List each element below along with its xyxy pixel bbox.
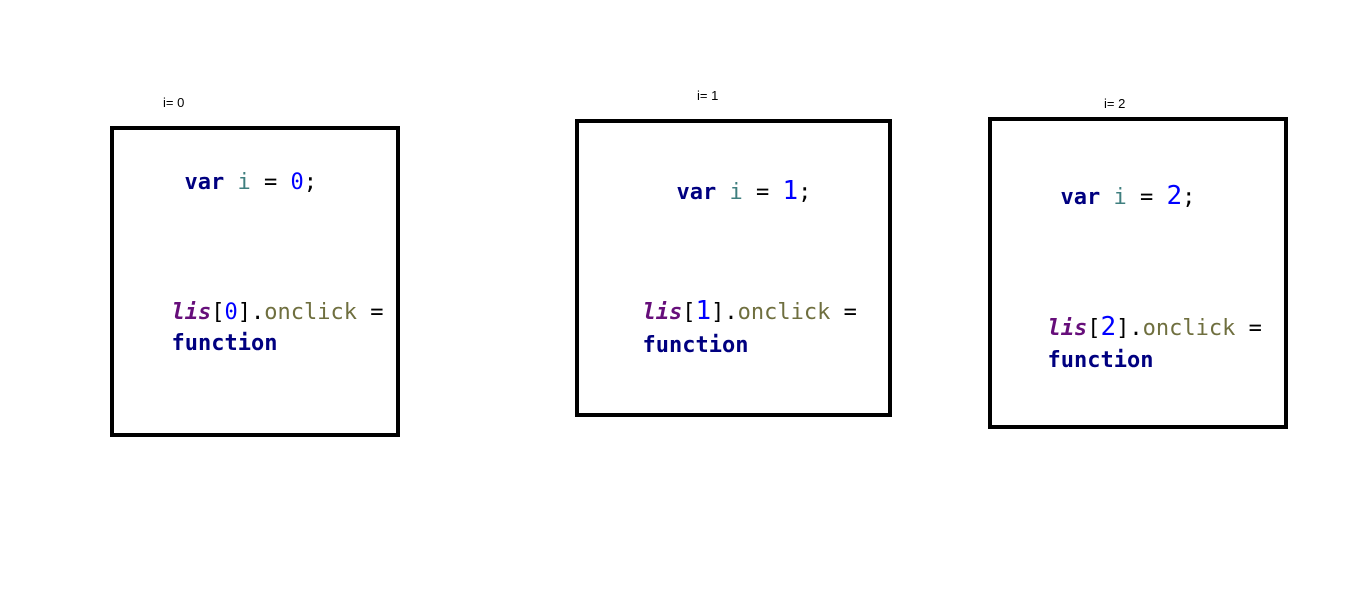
keyword-function: function xyxy=(171,331,278,356)
keyword-var: var xyxy=(676,180,717,205)
dot-operator: . xyxy=(724,300,738,325)
assign-operator: = xyxy=(264,170,278,195)
object-lis: lis xyxy=(1047,316,1088,341)
semicolon: ; xyxy=(1182,185,1196,210)
handler-assignment-0: lis[0].onclick = xyxy=(145,280,384,325)
property-onclick: onclick xyxy=(1142,316,1236,341)
var-declaration-2: var i = 2; xyxy=(1034,161,1196,211)
index-number: 1 xyxy=(695,296,712,326)
handler-assignment-2: lis[2].onclick = xyxy=(1021,292,1262,340)
object-lis: lis xyxy=(642,300,683,325)
index-number: 0 xyxy=(224,300,238,325)
open-bracket: [ xyxy=(682,300,696,325)
open-bracket: [ xyxy=(211,300,225,325)
keyword-function: function xyxy=(1047,348,1154,373)
code-panel-0 xyxy=(110,126,400,437)
keyword-var: var xyxy=(184,170,225,195)
identifier-i: i xyxy=(1113,185,1127,210)
property-onclick: onclick xyxy=(737,300,831,325)
value-number: 0 xyxy=(290,170,304,195)
close-bracket: ] xyxy=(1116,316,1130,341)
identifier-i: i xyxy=(237,170,251,195)
value-number: 1 xyxy=(782,176,799,206)
keyword-var: var xyxy=(1060,185,1101,210)
assign-operator: = xyxy=(1140,185,1154,210)
close-bracket: ] xyxy=(237,300,251,325)
assign-operator: = xyxy=(1248,316,1262,341)
dot-operator: . xyxy=(251,300,265,325)
code-panel-1 xyxy=(575,119,892,417)
panel-caption-2: i= 2 xyxy=(1104,96,1126,111)
index-number: 2 xyxy=(1100,312,1117,342)
dot-operator: . xyxy=(1129,316,1143,341)
panel-caption-0: i= 0 xyxy=(163,95,185,110)
semicolon: ; xyxy=(798,180,812,205)
semicolon: ; xyxy=(303,170,317,195)
code-panel-2 xyxy=(988,117,1288,429)
function-keyword-line-0: function xyxy=(145,311,278,356)
var-declaration-0: var i = 0; xyxy=(158,150,318,195)
identifier-i: i xyxy=(729,180,743,205)
panel-caption-1: i= 1 xyxy=(697,88,719,103)
function-keyword-line-1: function xyxy=(616,313,749,358)
function-keyword-line-2: function xyxy=(1021,328,1154,373)
var-declaration-1: var i = 1; xyxy=(650,156,812,206)
assign-operator: = xyxy=(370,300,384,325)
object-lis: lis xyxy=(171,300,212,325)
property-onclick: onclick xyxy=(264,300,357,325)
close-bracket: ] xyxy=(711,300,725,325)
value-number: 2 xyxy=(1166,181,1183,211)
handler-assignment-1: lis[1].onclick = xyxy=(616,276,857,324)
assign-operator: = xyxy=(756,180,770,205)
keyword-function: function xyxy=(642,333,749,358)
assign-operator: = xyxy=(843,300,857,325)
open-bracket: [ xyxy=(1087,316,1101,341)
